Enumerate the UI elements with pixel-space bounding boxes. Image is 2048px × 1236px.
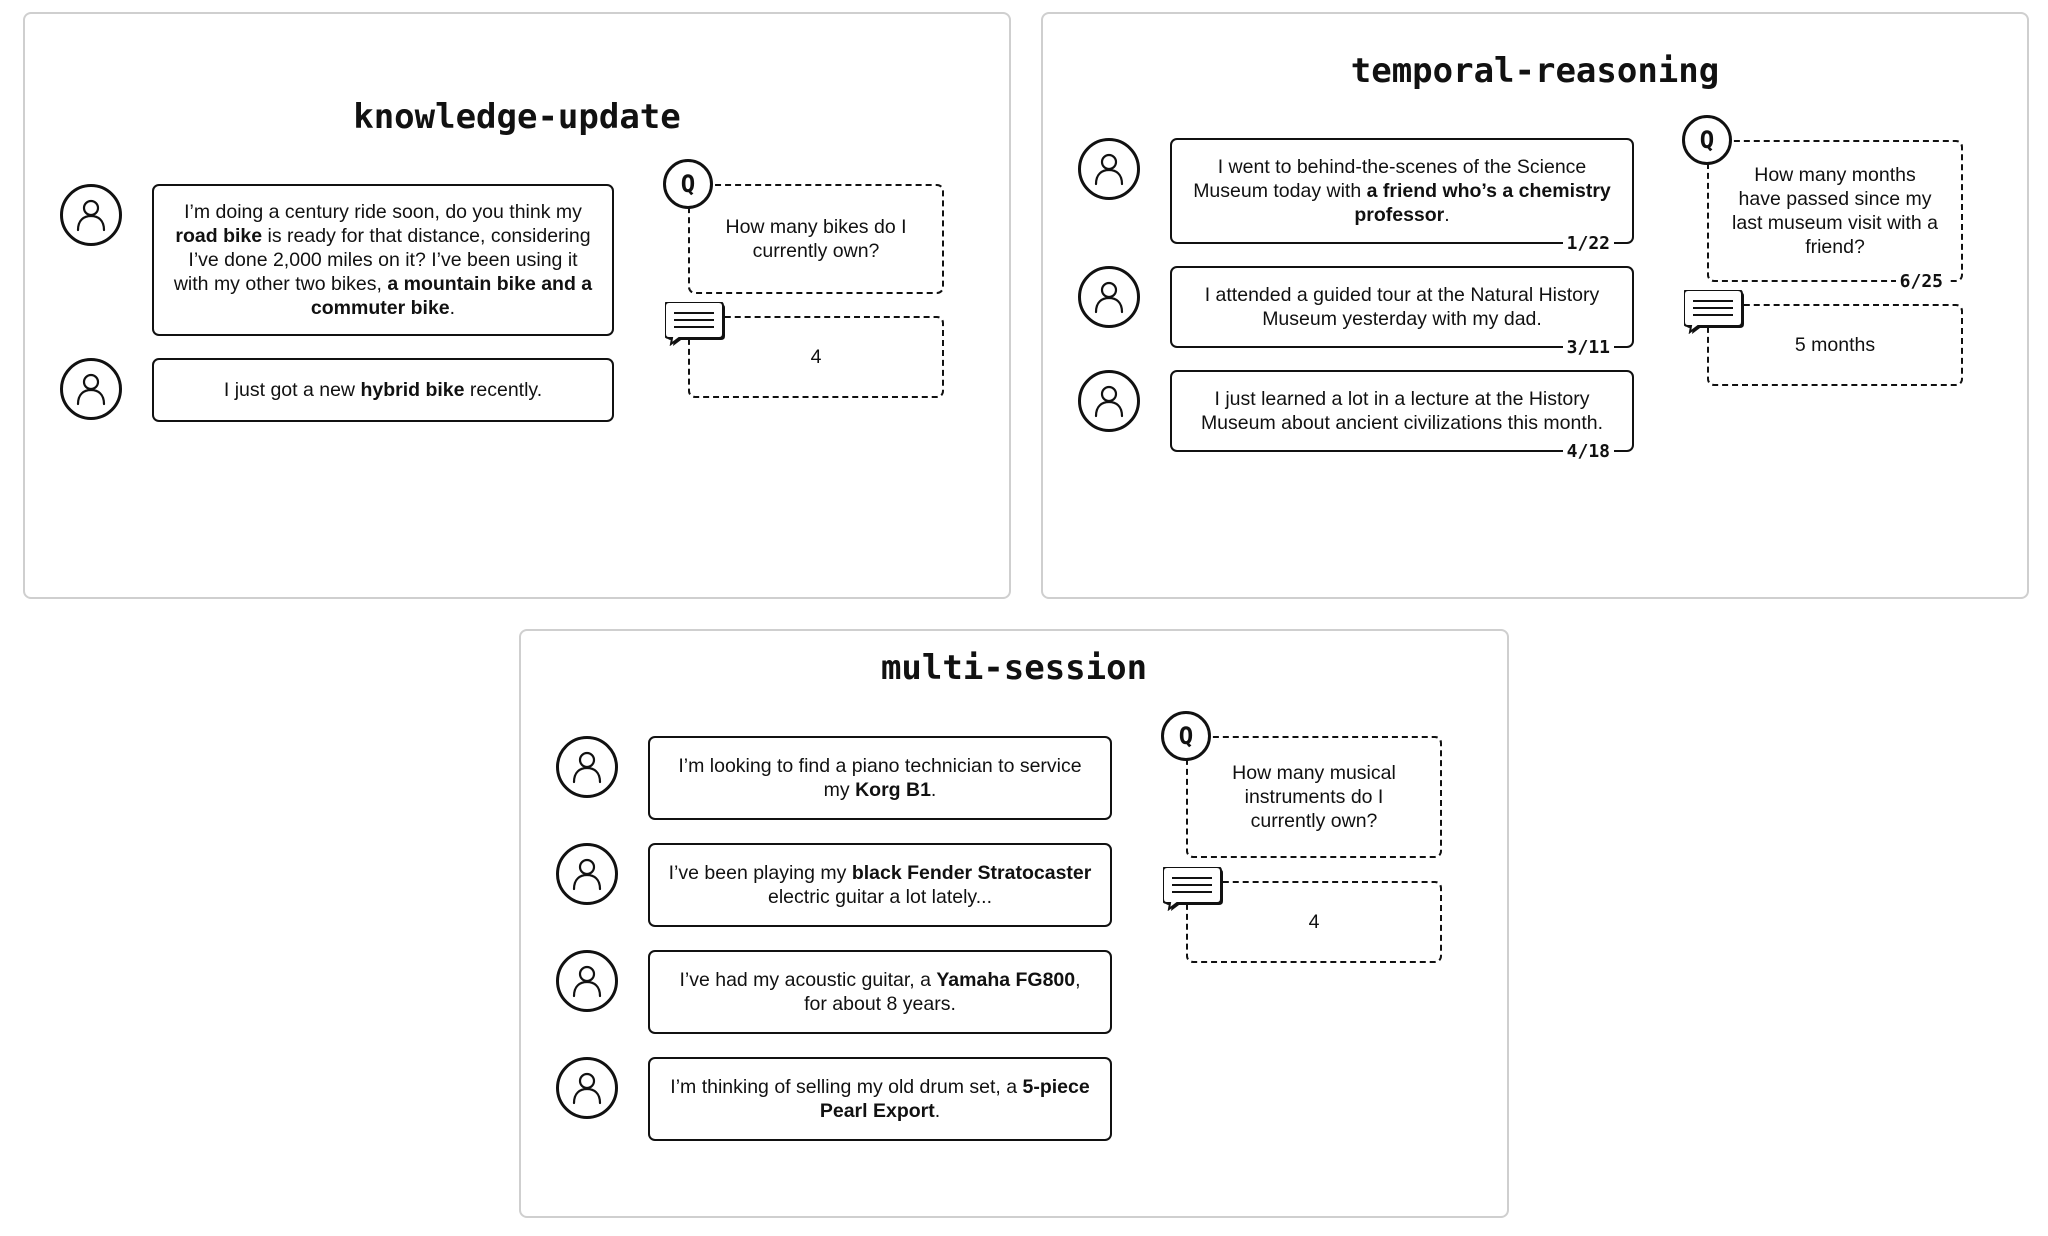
user-icon bbox=[572, 751, 602, 784]
question-box: How many months have passed since my las… bbox=[1707, 140, 1963, 292]
panel-multi-session: multi-session I’m looking to find a pian… bbox=[519, 629, 1509, 1218]
message-text-segment: recently. bbox=[464, 379, 543, 401]
message-box: I’ve had my acoustic guitar, a Yamaha FG… bbox=[648, 950, 1112, 1034]
question-box: How many musical instruments do I curren… bbox=[1186, 736, 1442, 858]
message-text-segment: I just got a new bbox=[223, 379, 361, 401]
user-avatar bbox=[60, 358, 122, 420]
message-box: I attended a guided tour at the Natural … bbox=[1170, 266, 1634, 358]
message-text: I’m doing a century ride soon, do you th… bbox=[170, 200, 596, 320]
panel-title: multi-session bbox=[880, 648, 1148, 688]
question-box: How many bikes do I currently own? bbox=[688, 184, 944, 294]
user-avatar bbox=[556, 950, 618, 1012]
message-text-segment: I’m looking to find a piano technician t… bbox=[678, 755, 1082, 801]
message-text: I’ve had my acoustic guitar, a Yamaha FG… bbox=[666, 968, 1094, 1016]
panel-title: knowledge-update bbox=[353, 97, 681, 137]
message-box: I went to behind-the-scenes of the Scien… bbox=[1170, 138, 1634, 254]
user-avatar bbox=[556, 843, 618, 905]
user-icon bbox=[572, 858, 602, 891]
highlighted-text: a friend who’s a chemistry professor bbox=[1354, 180, 1611, 226]
session-date: 4/18 bbox=[1562, 442, 1614, 462]
message-box: I’m thinking of selling my old drum set,… bbox=[648, 1057, 1112, 1141]
message-text-segment: . bbox=[1444, 204, 1450, 226]
message-box: I just learned a lot in a lecture at the… bbox=[1170, 370, 1634, 462]
message-box: I’m looking to find a piano technician t… bbox=[648, 736, 1112, 820]
session-date: 3/11 bbox=[1562, 338, 1614, 358]
highlighted-text: black Fender Stratocaster bbox=[851, 862, 1092, 884]
message-box: I’m doing a century ride soon, do you th… bbox=[152, 184, 614, 336]
message-text: I went to behind-the-scenes of the Scien… bbox=[1188, 155, 1616, 227]
user-avatar bbox=[1078, 370, 1140, 432]
highlighted-text: Yamaha FG800 bbox=[936, 969, 1076, 991]
user-avatar bbox=[1078, 138, 1140, 200]
chat-bubble-icon bbox=[1163, 867, 1223, 911]
highlighted-text: road bike bbox=[175, 225, 263, 247]
question-date: 6/25 bbox=[1895, 272, 1947, 292]
question-text: How many musical instruments do I curren… bbox=[1232, 762, 1396, 832]
message-box: I’ve been playing my black Fender Strato… bbox=[648, 843, 1112, 927]
message-text-segment: I’ve been playing my bbox=[668, 862, 852, 884]
message-text-segment: . bbox=[934, 1100, 941, 1122]
message-text-segment: I’m thinking of selling my old drum set,… bbox=[670, 1076, 1023, 1098]
message-text-segment: I’m doing a century ride soon, do you th… bbox=[184, 201, 582, 223]
session-date: 1/22 bbox=[1562, 234, 1614, 254]
panel-title: temporal-reasoning bbox=[1350, 51, 1720, 91]
message-text-segment: is ready for that distance, considering … bbox=[173, 225, 591, 295]
answer-box: 4 bbox=[1186, 881, 1442, 963]
highlighted-text: a mountain bike and a commuter bike bbox=[310, 273, 593, 319]
chat-bubble-icon bbox=[665, 302, 725, 346]
message-text: I just learned a lot in a lecture at the… bbox=[1188, 387, 1616, 435]
user-icon bbox=[76, 373, 106, 406]
answer-text: 4 bbox=[810, 346, 822, 368]
highlighted-text: Korg B1 bbox=[855, 779, 931, 801]
message-text: I’m thinking of selling my old drum set,… bbox=[666, 1075, 1094, 1123]
message-text: I’m looking to find a piano technician t… bbox=[666, 754, 1094, 802]
question-badge: Q bbox=[663, 159, 713, 209]
user-icon bbox=[572, 965, 602, 998]
answer-text: 5 months bbox=[1794, 334, 1876, 356]
user-icon bbox=[1094, 153, 1124, 186]
answer-text: 4 bbox=[1308, 911, 1320, 933]
user-avatar bbox=[60, 184, 122, 246]
message-text: I just got a new hybrid bike recently. bbox=[224, 378, 542, 402]
message-text: I attended a guided tour at the Natural … bbox=[1188, 283, 1616, 331]
user-icon bbox=[1094, 281, 1124, 314]
message-text-segment: electric guitar a lot lately... bbox=[768, 886, 992, 908]
user-icon bbox=[572, 1072, 602, 1105]
user-avatar bbox=[556, 1057, 618, 1119]
answer-box: 5 months bbox=[1707, 304, 1963, 386]
panel-temporal-reasoning: temporal-reasoning I went to behind-the-… bbox=[1041, 12, 2029, 599]
message-text-segment: . bbox=[930, 779, 937, 801]
user-icon bbox=[1094, 385, 1124, 418]
message-text-segment: I went to behind-the-scenes of the Scien… bbox=[1193, 156, 1587, 202]
highlighted-text: 5-piece Pearl Export bbox=[819, 1076, 1090, 1122]
question-text: How many months have passed since my las… bbox=[1732, 164, 1938, 258]
user-avatar bbox=[556, 736, 618, 798]
message-text-segment: I’ve had my acoustic guitar, a bbox=[679, 969, 937, 991]
chat-bubble-icon bbox=[1684, 290, 1744, 334]
question-badge: Q bbox=[1161, 711, 1211, 761]
message-text: I’ve been playing my black Fender Strato… bbox=[666, 861, 1094, 909]
message-text-segment: , for about 8 years. bbox=[804, 969, 1081, 1015]
question-text: How many bikes do I currently own? bbox=[725, 216, 907, 262]
highlighted-text: hybrid bike bbox=[360, 379, 465, 401]
message-text-segment: I attended a guided tour at the Natural … bbox=[1204, 284, 1600, 330]
message-text-segment: I just learned a lot in a lecture at the… bbox=[1200, 388, 1604, 434]
panel-knowledge-update: knowledge-update I’m doing a century rid… bbox=[23, 12, 1011, 599]
user-icon bbox=[76, 199, 106, 232]
answer-box: 4 bbox=[688, 316, 944, 398]
message-box: I just got a new hybrid bike recently. bbox=[152, 358, 614, 422]
message-text-segment: . bbox=[449, 297, 456, 319]
user-avatar bbox=[1078, 266, 1140, 328]
question-badge: Q bbox=[1682, 115, 1732, 165]
